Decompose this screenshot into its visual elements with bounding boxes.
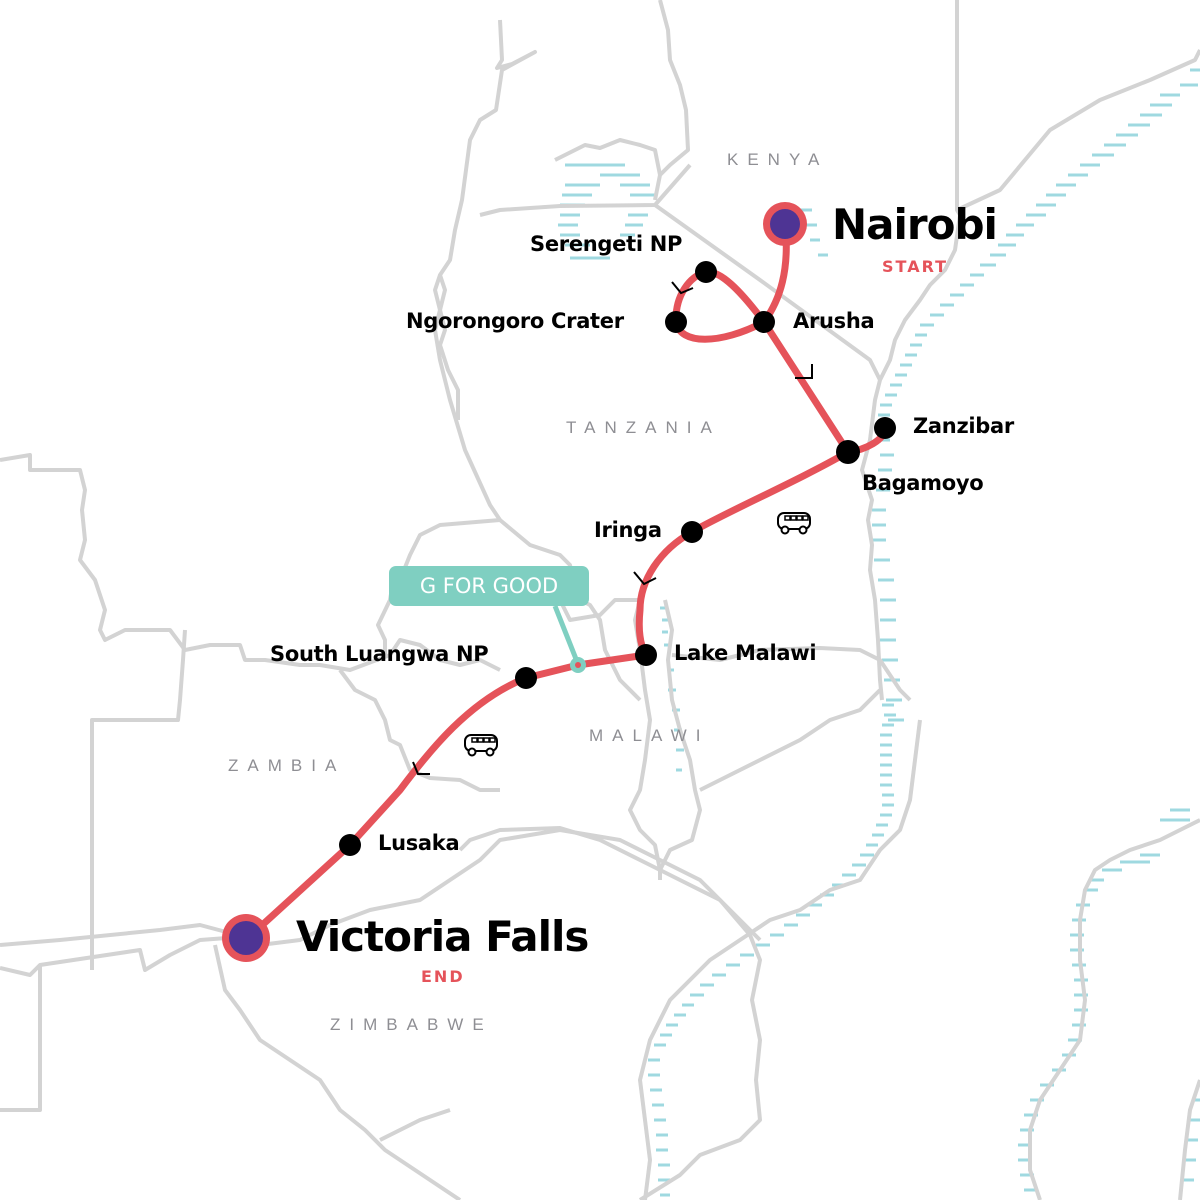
stop-label-south-luangwa: South Luangwa NP: [270, 642, 489, 666]
stop-label-lusaka: Lusaka: [378, 831, 460, 855]
start-tag: START: [882, 257, 949, 276]
end-tag: END: [421, 967, 465, 986]
bus-icon: [464, 734, 498, 757]
stop-label-ngorongoro: Ngorongoro Crater: [406, 309, 624, 333]
stop-label-bagamoyo: Bagamoyo: [862, 471, 984, 495]
stop-marker-bagamoyo: [836, 440, 860, 464]
stop-marker-lusaka: [339, 834, 361, 856]
g-for-good-pointer: [552, 605, 586, 673]
stop-marker-iringa: [681, 521, 703, 543]
stop-markers: [339, 261, 896, 856]
stop-marker-ngorongoro: [665, 311, 687, 333]
start-city-label: Nairobi: [832, 200, 998, 249]
country-label-tanzania: TANZANIA: [566, 418, 721, 437]
stop-label-serengeti: Serengeti NP: [530, 232, 683, 256]
stop-marker-zanzibar: [874, 417, 896, 439]
direction-arrow-icon: [412, 281, 813, 775]
country-label-zambia: ZAMBIA: [228, 756, 346, 775]
stop-label-lake-malawi: Lake Malawi: [674, 641, 817, 665]
stop-marker-lake-malawi: [635, 644, 657, 666]
start-marker: [763, 202, 807, 246]
bus-icon: [777, 512, 811, 535]
stop-marker-serengeti: [695, 261, 717, 283]
stop-label-zanzibar: Zanzibar: [913, 414, 1014, 438]
stop-label-iringa: Iringa: [594, 518, 662, 542]
end-city-label: Victoria Falls: [296, 912, 589, 961]
country-label-zimbabwe: ZIMBABWE: [330, 1015, 493, 1034]
country-label-malawi: MALAWI: [589, 726, 710, 745]
g-for-good-badge: G FOR GOOD: [389, 566, 589, 606]
stop-label-arusha: Arusha: [793, 309, 875, 333]
end-marker: [222, 914, 270, 962]
country-label-kenya: KENYA: [727, 150, 829, 169]
stop-marker-arusha: [753, 311, 775, 333]
stop-marker-south-luangwa: [515, 667, 537, 689]
